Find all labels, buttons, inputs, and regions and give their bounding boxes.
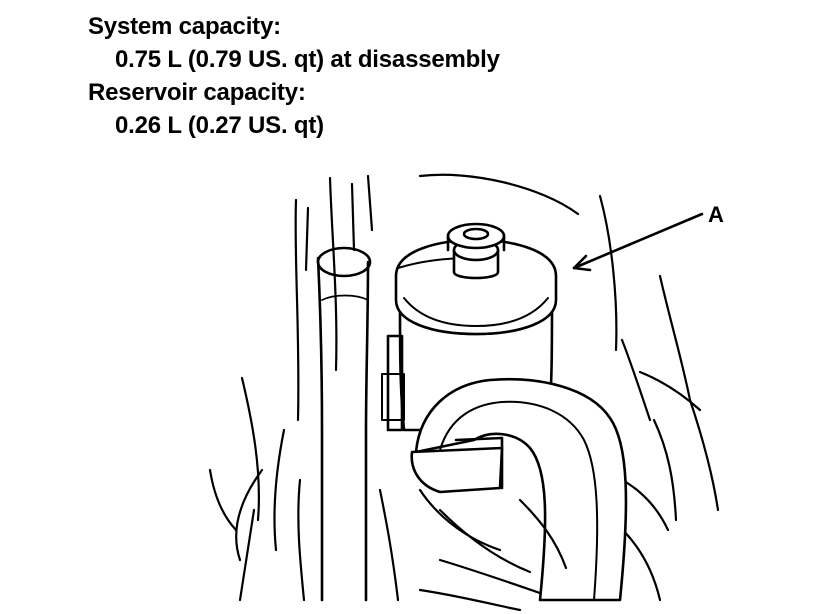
- front-hose: [410, 378, 628, 602]
- left-hose: [316, 246, 372, 602]
- reservoir-bracket: [381, 334, 405, 432]
- reservoir-capacity-label: Reservoir capacity:: [88, 79, 306, 106]
- capacity-specifications: System capacity: 0.75 L (0.79 US. qt) at…: [88, 10, 500, 142]
- system-capacity-label: System capacity:: [88, 13, 281, 40]
- callout-leader: [572, 212, 704, 272]
- system-capacity-value: 0.75 L (0.79 US. qt) at disassembly: [115, 46, 500, 73]
- lower-engine-lines: [378, 488, 568, 602]
- reservoir: [394, 222, 558, 432]
- callout-label-a: A: [708, 202, 724, 227]
- reservoir-capacity-value: 0.26 L (0.27 US. qt): [115, 112, 324, 139]
- engine-background-lines: [208, 173, 720, 612]
